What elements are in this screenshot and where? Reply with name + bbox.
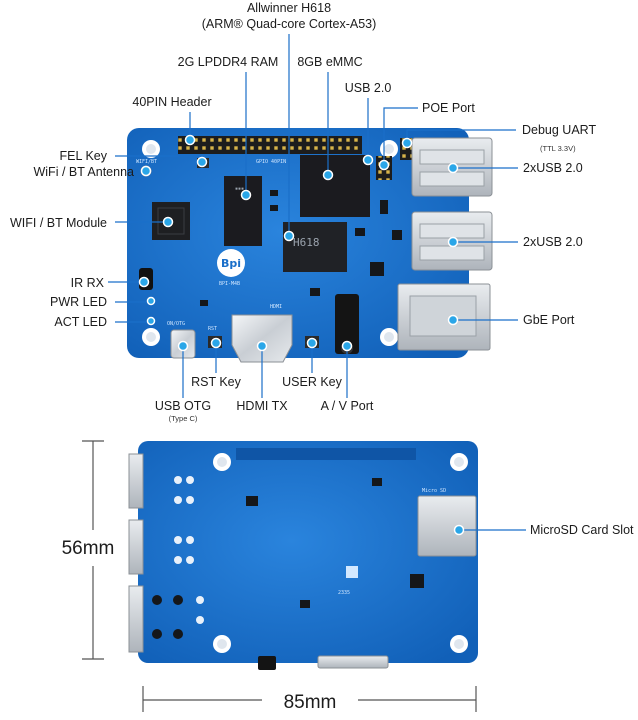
bpi-logo-text: Bpi: [221, 257, 241, 270]
hdmi-port: [231, 314, 293, 363]
label-debug-uart: Debug UART: [522, 123, 596, 137]
label-usb20-top: USB 2.0: [345, 81, 392, 95]
marker-dots-top: [138, 134, 459, 352]
gpio-silk: GPIO 40PIN: [256, 159, 286, 165]
bottom-usb-edge-2: [128, 519, 144, 575]
pcb-bottom: [138, 441, 478, 663]
bottom-code: 2335: [338, 590, 350, 596]
label-gbe: GbE Port: [523, 313, 575, 327]
label-pwr-led: PWR LED: [50, 295, 107, 309]
label-type-c: (Type C): [169, 414, 198, 423]
hdmi-silk: HDMI: [270, 304, 282, 310]
leaders-top: [108, 34, 518, 398]
dim-height: [82, 440, 104, 660]
wifi-module-outline: [157, 207, 185, 235]
bottom-usb-edge-1: [128, 453, 144, 509]
otg-silk: ON/OTG: [167, 321, 185, 327]
dot-microsd: [453, 524, 465, 536]
board-bottom: 2335 Micro SD: [128, 441, 478, 670]
dim-width-label: 85mm: [284, 692, 337, 713]
bottom-qr: [346, 566, 358, 578]
label-fel-key: FEL Key: [60, 149, 108, 163]
dim-height-label: 56mm: [62, 538, 115, 559]
label-usb-otg: USB OTG: [155, 399, 211, 413]
emmc-chip: [300, 155, 370, 217]
labels-top: Allwinner H618 (ARM® Quad-core Cortex-A5…: [10, 1, 596, 423]
label-soc-core: (ARM® Quad-core Cortex-A53): [202, 17, 377, 31]
bottom-header-pins: [236, 448, 416, 460]
wifi-silk: WIFI/BT: [136, 159, 157, 165]
label-user-key: USER Key: [282, 375, 342, 389]
label-hdmi-tx: HDMI TX: [236, 399, 288, 413]
gbe-port-face: [409, 295, 477, 337]
soc-chip-label: H618: [293, 236, 320, 249]
dim-width: [142, 686, 477, 712]
label-40pin: 40PIN Header: [132, 95, 211, 109]
ram-chip: [224, 176, 262, 246]
av-jack: [335, 294, 359, 354]
label-poe: POE Port: [422, 101, 475, 115]
microsd-slot: [417, 495, 477, 557]
bottom-hdmi-edge: [317, 655, 389, 669]
soc-chip: [283, 222, 347, 272]
microsd-silk: Micro SD: [422, 488, 446, 494]
label-wifi-antenna: WiFi / BT Antenna: [33, 165, 134, 179]
label-wifi-module: WIFI / BT Module: [10, 216, 107, 230]
bottom-gbe-edge: [128, 585, 144, 653]
gpio-header: [178, 136, 362, 154]
through-hole-pads: [174, 476, 204, 624]
label-emmc: 8GB eMMC: [297, 55, 362, 69]
label-ttl: (TTL 3.3V): [540, 144, 576, 153]
board-silk: BPI-M4B: [219, 281, 240, 287]
bottom-av-edge: [258, 656, 276, 670]
small-components: [200, 190, 402, 306]
label-ram: 2G LPDDR4 RAM: [178, 55, 279, 69]
bpi-logo: Bpi: [217, 249, 245, 277]
board-top: GPIO 40PIN WIFI/BT ▪▪▪ H618 Bpi BPI-M4B: [127, 128, 493, 363]
rst-silk: RST: [208, 326, 217, 332]
bottom-small-parts: [152, 478, 424, 639]
mounting-holes-bottom: [213, 453, 468, 653]
label-ir-rx: IR RX: [71, 276, 105, 290]
label-2xusb-2: 2xUSB 2.0: [523, 235, 583, 249]
label-av-port: A / V Port: [321, 399, 374, 413]
ram-chip-text: ▪▪▪: [235, 186, 244, 192]
label-2xusb-1: 2xUSB 2.0: [523, 161, 583, 175]
label-soc-name: Allwinner H618: [247, 1, 331, 15]
label-rst-key: RST Key: [191, 375, 242, 389]
label-act-led: ACT LED: [54, 315, 107, 329]
label-microsd: MicroSD Card Slot: [530, 523, 634, 537]
